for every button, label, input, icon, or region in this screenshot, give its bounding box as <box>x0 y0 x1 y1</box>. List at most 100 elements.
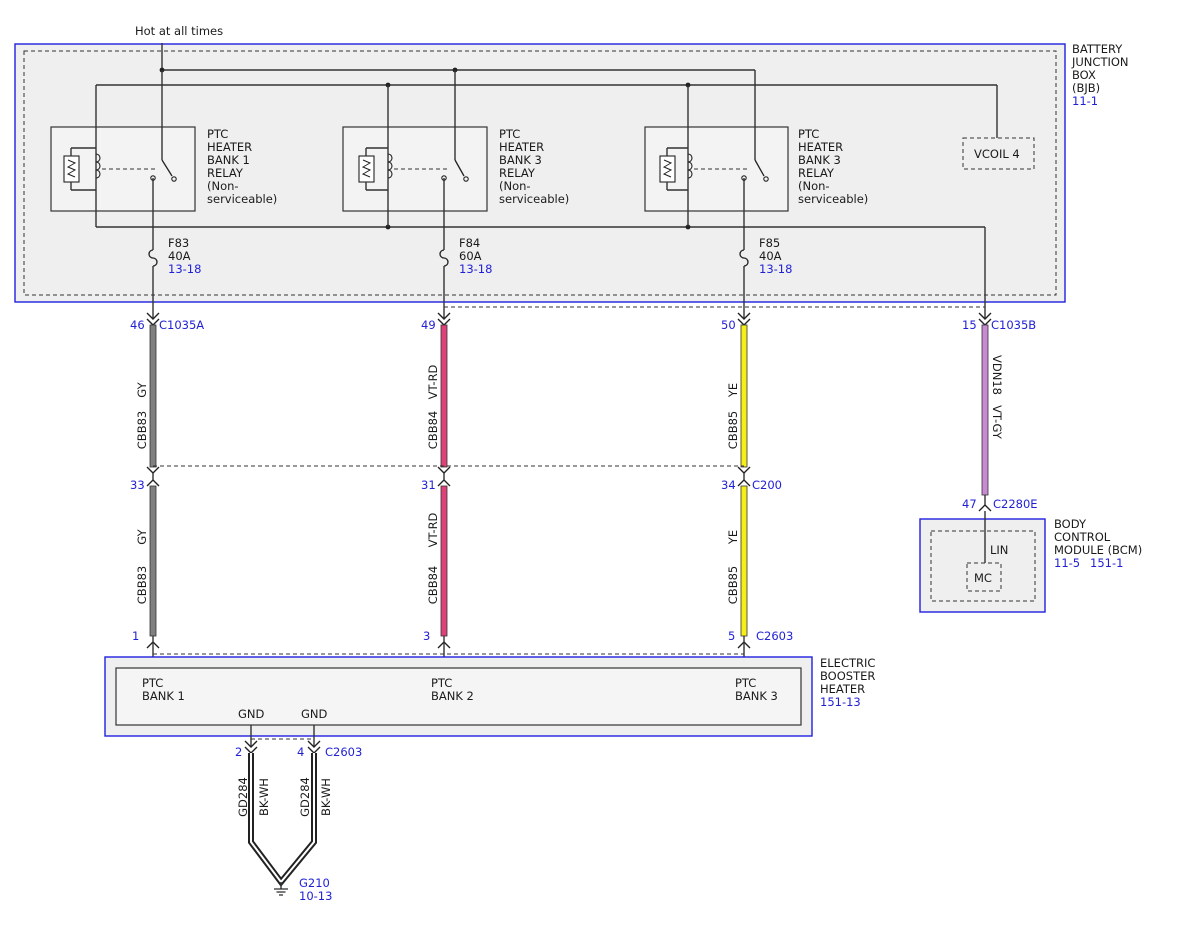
svg-text:PTC: PTC <box>735 676 756 690</box>
bjb-title: BATTERY JUNCTION BOX (BJB) 11-1 <box>1071 42 1129 108</box>
svg-text:HEATER: HEATER <box>207 140 252 154</box>
svg-text:13-18: 13-18 <box>759 262 792 276</box>
svg-text:BATTERY: BATTERY <box>1072 42 1123 56</box>
svg-text:C2603: C2603 <box>756 629 793 643</box>
svg-text:60A: 60A <box>459 249 482 263</box>
connector-c2280e: 47 C2280E <box>962 495 1038 512</box>
svg-text:C1035B: C1035B <box>991 318 1036 332</box>
svg-text:151-13: 151-13 <box>820 695 861 709</box>
svg-text:VT-GY: VT-GY <box>990 405 1004 440</box>
relay-2-coil-icon <box>358 147 393 191</box>
svg-text:34: 34 <box>721 478 736 492</box>
svg-text:serviceable): serviceable) <box>207 192 277 206</box>
relay-2: PTC HEATER BANK 3 RELAY (Non- serviceabl… <box>342 70 569 250</box>
svg-text:CBB83: CBB83 <box>135 411 149 449</box>
fuse-f83: F83 40A 13-18 <box>148 236 201 318</box>
svg-text:10-13: 10-13 <box>299 889 332 903</box>
svg-text:serviceable): serviceable) <box>798 192 868 206</box>
relay-3-switch-icon <box>741 159 769 182</box>
svg-text:33: 33 <box>130 478 145 492</box>
svg-text:PTC: PTC <box>431 676 452 690</box>
svg-text:11-5: 11-5 <box>1054 556 1080 570</box>
svg-text:4: 4 <box>297 745 304 759</box>
svg-text:MODULE (BCM): MODULE (BCM) <box>1054 543 1142 557</box>
svg-text:GND: GND <box>301 707 328 721</box>
svg-text:PTC: PTC <box>207 127 228 141</box>
svg-text:CBB85: CBB85 <box>726 566 740 604</box>
svg-text:151-1: 151-1 <box>1090 556 1123 570</box>
svg-text:BANK 3: BANK 3 <box>798 153 841 167</box>
svg-text:31: 31 <box>421 478 436 492</box>
connector-c2603: 1 3 5 C2603 <box>132 629 793 668</box>
svg-text:(Non-: (Non- <box>207 179 239 193</box>
svg-text:VDN18: VDN18 <box>990 355 1004 395</box>
wire-cbb84-lower: VT-RD CBB84 <box>426 485 448 637</box>
svg-text:BANK 1: BANK 1 <box>207 153 250 167</box>
wire-cbb84-upper: VT-RD CBB84 <box>426 324 448 468</box>
svg-text:CBB85: CBB85 <box>726 411 740 449</box>
svg-text:40A: 40A <box>759 249 782 263</box>
svg-text:GY: GY <box>135 528 149 544</box>
bcm-title: BODY CONTROL MODULE (BCM) 11-5 151-1 <box>1054 517 1142 570</box>
relay-2-switch-icon <box>441 159 469 182</box>
svg-text:11-1: 11-1 <box>1072 94 1098 108</box>
svg-text:BK-WH: BK-WH <box>319 778 333 816</box>
svg-text:BOOSTER: BOOSTER <box>820 669 875 683</box>
svg-text:13-18: 13-18 <box>459 262 492 276</box>
svg-text:HEATER: HEATER <box>820 682 865 696</box>
svg-text:GND: GND <box>238 707 265 721</box>
svg-text:HEATER: HEATER <box>499 140 544 154</box>
svg-text:serviceable): serviceable) <box>499 192 569 206</box>
svg-text:C200: C200 <box>752 478 782 492</box>
svg-text:CBB84: CBB84 <box>426 411 440 449</box>
svg-text:BK-WH: BK-WH <box>257 778 271 816</box>
svg-text:VCOIL 4: VCOIL 4 <box>974 147 1020 161</box>
hot-at-all-times-label: Hot at all times <box>135 24 223 38</box>
wire-cbb83-lower: GY CBB83 <box>135 485 157 637</box>
svg-text:46: 46 <box>130 318 145 332</box>
svg-text:ELECTRIC: ELECTRIC <box>820 656 875 670</box>
svg-text:PTC: PTC <box>798 127 819 141</box>
svg-text:PTC: PTC <box>142 676 163 690</box>
ground-icon <box>274 882 288 896</box>
connector-c1035a: 46 C1035A 49 50 <box>130 312 751 332</box>
svg-text:LIN: LIN <box>990 543 1008 557</box>
svg-text:1: 1 <box>132 629 139 643</box>
svg-text:3: 3 <box>423 629 430 643</box>
svg-text:C1035A: C1035A <box>159 318 204 332</box>
body-control-module: LIN MC <box>919 511 1046 613</box>
svg-text:F85: F85 <box>759 236 780 250</box>
relay-3-coil-icon <box>659 147 693 191</box>
svg-text:C2603: C2603 <box>325 745 362 759</box>
svg-text:BANK 2: BANK 2 <box>431 689 474 703</box>
ground-wires: GD284 BK-WH GD284 BK-WH <box>236 753 333 887</box>
fuse-f84: F84 60A 13-18 <box>439 236 492 318</box>
svg-text:BOX: BOX <box>1072 68 1096 82</box>
svg-text:VT-RD: VT-RD <box>426 512 440 547</box>
svg-text:13-18: 13-18 <box>168 262 201 276</box>
svg-text:F84: F84 <box>459 236 480 250</box>
svg-text:(Non-: (Non- <box>499 179 531 193</box>
electric-booster-heater: PTC BANK 1 PTC BANK 2 PTC BANK 3 GND GND <box>104 656 813 737</box>
relay-1: PTC HEATER BANK 1 RELAY (Non- serviceabl… <box>50 70 277 250</box>
svg-text:VT-RD: VT-RD <box>426 364 440 399</box>
relay-1-switch-icon <box>150 159 177 182</box>
svg-text:G210: G210 <box>299 876 330 890</box>
svg-text:BODY: BODY <box>1054 517 1087 531</box>
wire-vdn18: VDN18 VT-GY <box>981 324 1004 496</box>
relay-3: PTC HEATER BANK 3 RELAY (Non- serviceabl… <box>644 70 868 250</box>
svg-text:2: 2 <box>235 745 242 759</box>
svg-text:CONTROL: CONTROL <box>1054 530 1111 544</box>
svg-text:GD284: GD284 <box>298 777 312 817</box>
svg-text:HEATER: HEATER <box>798 140 843 154</box>
svg-text:JUNCTION: JUNCTION <box>1071 55 1129 69</box>
connector-c2603-ground: 2 4 C2603 <box>235 725 362 759</box>
svg-text:CBB84: CBB84 <box>426 566 440 604</box>
svg-text:YE: YE <box>726 530 740 545</box>
wire-cbb85-lower: YE CBB85 <box>726 485 748 637</box>
wire-cbb85-upper: YE CBB85 <box>726 324 748 468</box>
svg-text:RELAY: RELAY <box>207 166 244 180</box>
heater-title: ELECTRIC BOOSTER HEATER 151-13 <box>820 656 875 709</box>
bus-wires <box>95 43 998 318</box>
